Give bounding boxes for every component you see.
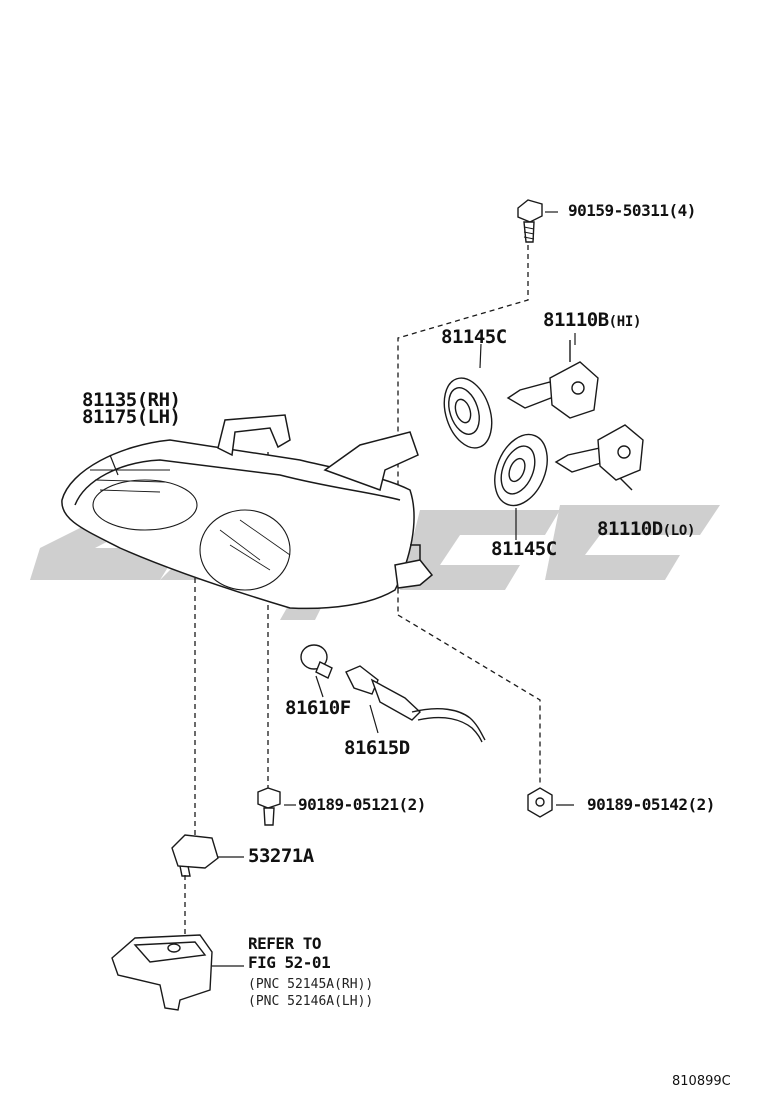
bolt-left-label: 90189-05121(2) [298, 795, 426, 814]
socket-cover-bottom-label: 81145C [491, 538, 557, 560]
headlamp-lh-label: 81175(LH) [82, 406, 181, 428]
refer-pnc-lh: (PNC 52146A(LH)) [248, 994, 374, 1009]
bolt-left-part [257, 787, 281, 826]
headlamp-label: 81135(RH) 81175(LH) [82, 389, 181, 428]
bulb-lo-part-number: 81110D [597, 518, 663, 540]
bulb-hi-note: (HI) [608, 314, 642, 330]
bulb-lo-part [554, 424, 644, 491]
nut-right-label: 90189-05142(2) [587, 795, 715, 814]
label-dash-lines [109, 211, 576, 967]
bulb-hi-part-label: 81110B(HI) [543, 309, 641, 331]
socket-wire-part [345, 665, 486, 743]
headlamp-rh-label: 81135(RH) [82, 389, 181, 411]
refer-note: REFER TO FIG 52-01 [248, 934, 331, 972]
bolt-top-label: 90159-50311(4) [568, 201, 696, 220]
refer-pnc-note: (PNC 52145A(RH)) (PNC 52146A(LH)) [248, 976, 373, 1010]
refer-line-2: FIG 52-01 [248, 953, 331, 972]
headlamp-assembly [61, 414, 434, 610]
bulb-lo-note: (LO) [662, 523, 696, 539]
socket-wire-label: 81615D [344, 737, 410, 759]
socket-cover-top-label: 81145C [441, 326, 507, 348]
bulb-lo-part-label: 81110D(LO) [597, 518, 695, 540]
nut-right-part [527, 787, 553, 818]
socket-cover-top-part [443, 377, 493, 449]
refer-pnc-rh: (PNC 52145A(RH)) [248, 977, 374, 992]
bracket-clip-part [171, 834, 219, 877]
bolt-top-part [517, 199, 543, 243]
bulb-hi-part [506, 340, 599, 419]
bulb-hi-part-number: 81110B [543, 309, 609, 331]
small-bulb-label: 81610F [285, 697, 351, 719]
socket-cover-bottom-part [494, 433, 548, 507]
refer-line-1: REFER TO [248, 934, 322, 953]
small-bulb-part [300, 644, 333, 679]
mounting-bracket-part [111, 934, 213, 1011]
bracket-clip-label: 53271A [248, 845, 314, 867]
figure-number: 810899C [672, 1074, 731, 1089]
